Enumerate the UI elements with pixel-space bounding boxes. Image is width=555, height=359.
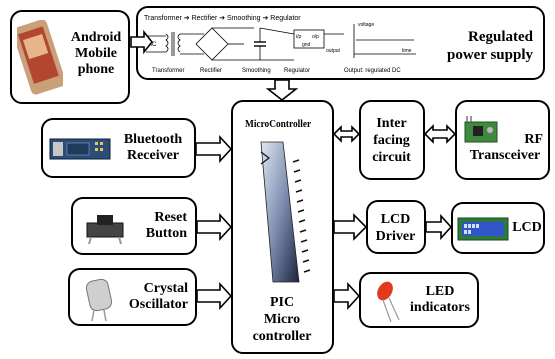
arrow-mcu-to-led <box>333 281 361 311</box>
microcontroller-block: MicroController PIC Micro controller <box>231 100 334 354</box>
schematic-output-label: output <box>326 48 341 54</box>
schematic-stage-transformer: Transformer <box>152 68 184 74</box>
arrow-mcu-interfacing <box>332 125 361 143</box>
lcd-label: LCD <box>512 220 542 235</box>
led-indicators-block: LED indicators <box>359 272 479 328</box>
android-label-line2: Mobile <box>75 46 117 61</box>
power-supply-schematic: Transformer ➔ Rectifier ➔ Smoothing ➔ Re… <box>144 15 416 74</box>
arrow-power-to-mcu <box>265 79 299 102</box>
reset-label-line1: Reset <box>154 210 187 225</box>
crystal-label-line1: Crystal <box>143 281 188 296</box>
arrow-bluetooth-to-mcu <box>195 134 233 164</box>
lcd-driver-block: LCD Driver <box>366 200 426 254</box>
schematic-ac-label: AC <box>148 42 157 48</box>
power-label-line2: power supply <box>446 47 533 63</box>
microcontroller-title: MicroController <box>245 118 312 130</box>
led-label-line1: LED <box>425 284 455 299</box>
arrow-reset-to-mcu <box>196 212 233 242</box>
pic-chip-image <box>260 141 311 283</box>
mcu-label-line3: controller <box>252 329 312 344</box>
arrow-crystal-to-mcu <box>196 281 233 311</box>
schematic-ip-label: i/p <box>296 34 302 40</box>
schematic-stage-smoothing: Smoothing <box>242 68 271 74</box>
schematic-op-label: o/p <box>312 34 319 40</box>
crystal-oscillator-block: Crystal Oscillator <box>68 268 197 326</box>
lcd-driver-label-line1: LCD <box>380 212 411 227</box>
push-button-image <box>86 215 124 245</box>
lcd-driver-label-line2: Driver <box>375 229 416 244</box>
interfacing-circuit-block: Inter facing circuit <box>359 100 425 180</box>
bluetooth-receiver-block: Bluetooth Receiver <box>41 118 196 178</box>
android-label-line3: phone <box>77 62 115 77</box>
arrow-lcd-driver-to-lcd <box>425 213 453 241</box>
power-label-line1: Regulated <box>468 29 533 45</box>
led-image <box>377 281 400 323</box>
mcu-label-line1: PIC <box>269 295 295 310</box>
interfacing-label-line2: facing <box>373 133 410 148</box>
rf-module-image <box>464 116 498 143</box>
schematic-stage-regulator: Regulator <box>284 68 310 74</box>
schematic-header: Transformer ➔ Rectifier ➔ Smoothing ➔ Re… <box>144 15 301 22</box>
schematic-gnd-label: gnd <box>302 42 311 48</box>
bluetooth-module-image <box>49 138 111 160</box>
reset-label-line2: Button <box>145 226 187 241</box>
power-supply-block: Transformer ➔ Rectifier ➔ Smoothing ➔ Re… <box>136 6 545 80</box>
interfacing-label-line3: circuit <box>372 150 411 165</box>
schematic-time-label: time <box>402 48 412 54</box>
reset-button-block: Reset Button <box>71 197 197 255</box>
schematic-stage-output: Output: regulated DC <box>344 68 401 74</box>
crystal-image <box>85 278 113 322</box>
bluetooth-label-line1: Bluetooth <box>123 132 183 147</box>
android-phone-image <box>17 20 63 95</box>
rf-label-line1: RF <box>524 132 543 147</box>
schematic-voltage-label: voltage <box>358 22 374 28</box>
mcu-label-line2: Micro <box>263 312 301 327</box>
bluetooth-label-line2: Receiver <box>126 148 180 163</box>
crystal-label-line2: Oscillator <box>128 297 188 312</box>
android-phone-block: Android Mobile phone <box>10 10 130 104</box>
lcd-screen-image <box>457 217 509 241</box>
android-label-line1: Android <box>70 30 122 45</box>
schematic-stage-rectifier: Rectifier <box>200 68 222 74</box>
rf-transceiver-block: RF Transceiver <box>455 100 550 180</box>
arrow-mcu-to-lcd-driver <box>333 213 368 241</box>
led-label-line2: indicators <box>410 300 470 315</box>
interfacing-label-line1: Inter <box>376 116 407 131</box>
lcd-block: LCD <box>451 202 545 254</box>
rf-label-line2: Transceiver <box>469 148 541 163</box>
arrow-android-to-power <box>130 29 154 55</box>
arrow-interfacing-rf <box>423 124 457 144</box>
